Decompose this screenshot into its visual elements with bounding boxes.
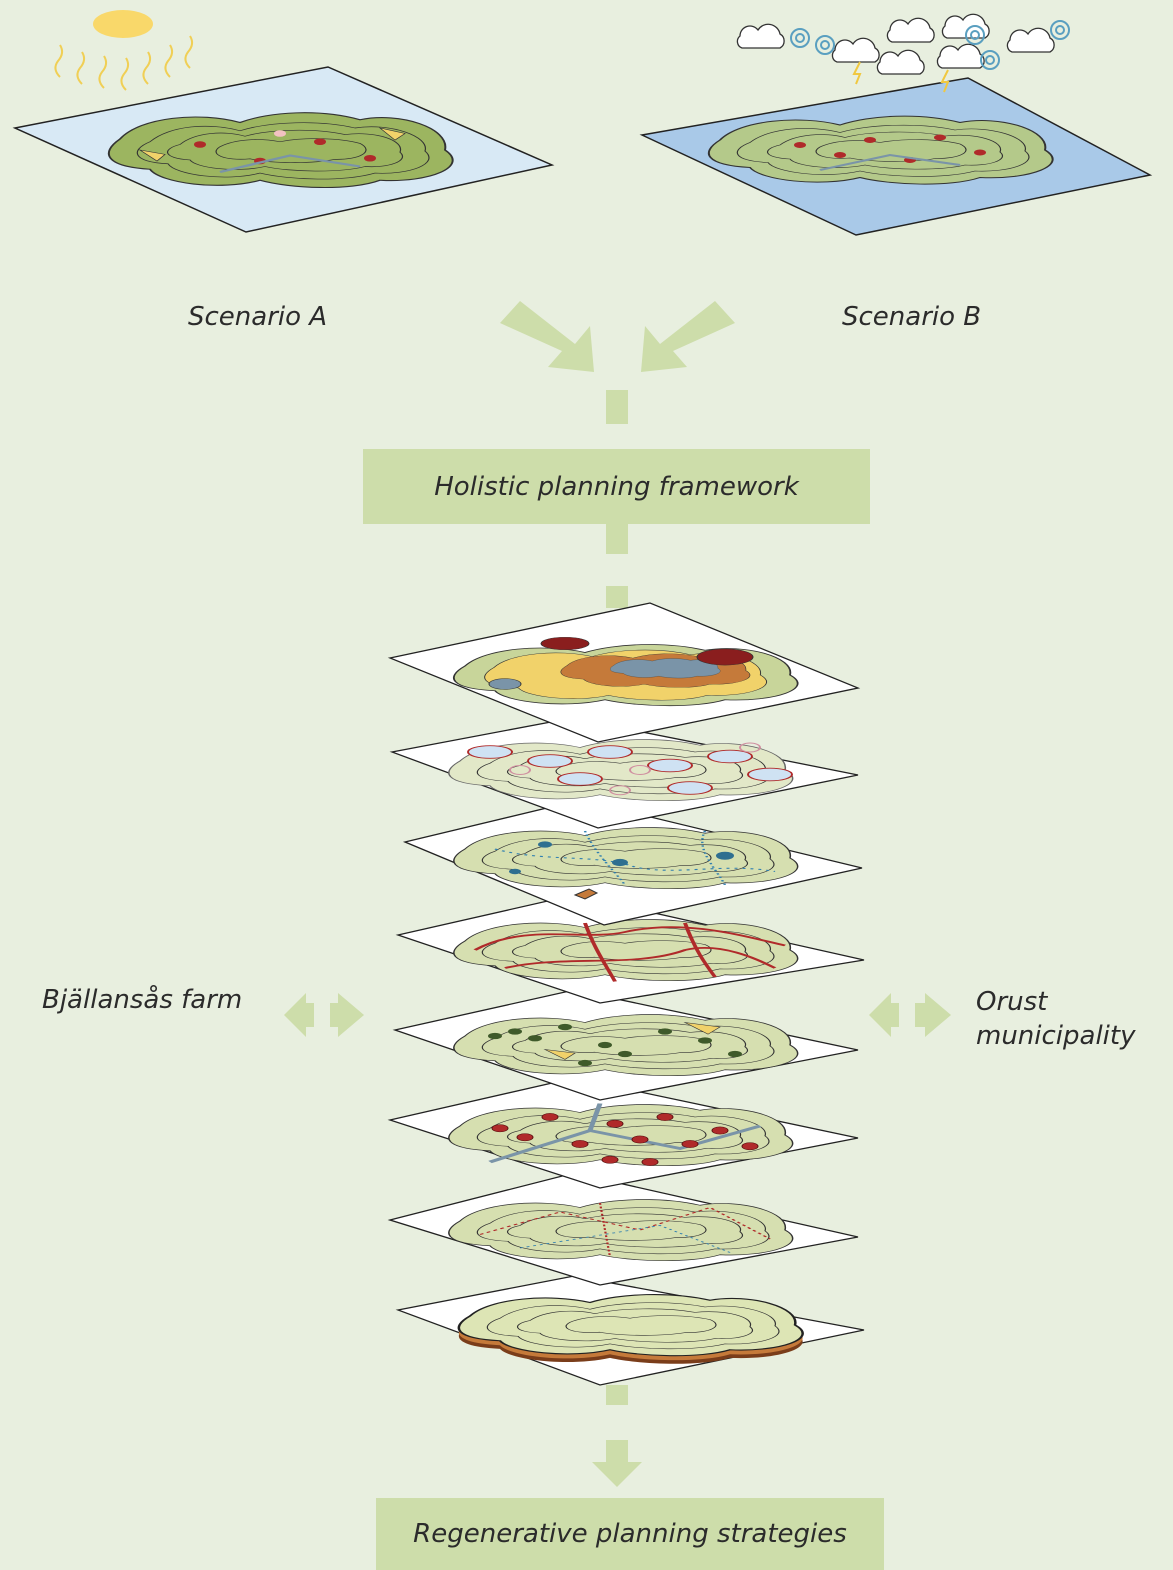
- holistic-planning-framework-box: Holistic planning framework: [363, 449, 870, 524]
- soil-layer: [398, 1276, 864, 1385]
- scenario-b-label: Scenario B: [842, 302, 981, 332]
- holistic-planning-framework-label: Holistic planning framework: [434, 472, 799, 502]
- connector-1: [606, 390, 628, 424]
- vegetation-layer: [395, 990, 858, 1100]
- connector-4: [606, 1385, 628, 1405]
- left-double-arrow: [284, 993, 364, 1037]
- regenerative-planning-strategies-label: Regenerative planning strategies: [413, 1519, 847, 1549]
- sun-icon: [55, 10, 192, 90]
- paths-layer: [390, 1173, 858, 1285]
- scenario-b-map: [642, 14, 1150, 235]
- down-arrow: [592, 1440, 642, 1487]
- right-side-label-line1: Orust: [976, 985, 1136, 1019]
- right-side-label: Orust municipality: [976, 985, 1136, 1053]
- regenerative-planning-strategies-box: Regenerative planning strategies: [376, 1498, 884, 1570]
- topography-layer: [390, 603, 858, 742]
- left-side-label: Bjällansås farm: [42, 985, 242, 1015]
- storm-clouds-icon: [737, 14, 1069, 92]
- scenario-a-label: Scenario A: [188, 302, 327, 332]
- right-side-label-line2: municipality: [976, 1019, 1136, 1053]
- connector-2: [606, 524, 628, 554]
- converging-arrows: [500, 301, 735, 372]
- scenario-a-map: [15, 10, 552, 232]
- connector-3: [606, 586, 628, 608]
- right-double-arrow: [869, 993, 951, 1037]
